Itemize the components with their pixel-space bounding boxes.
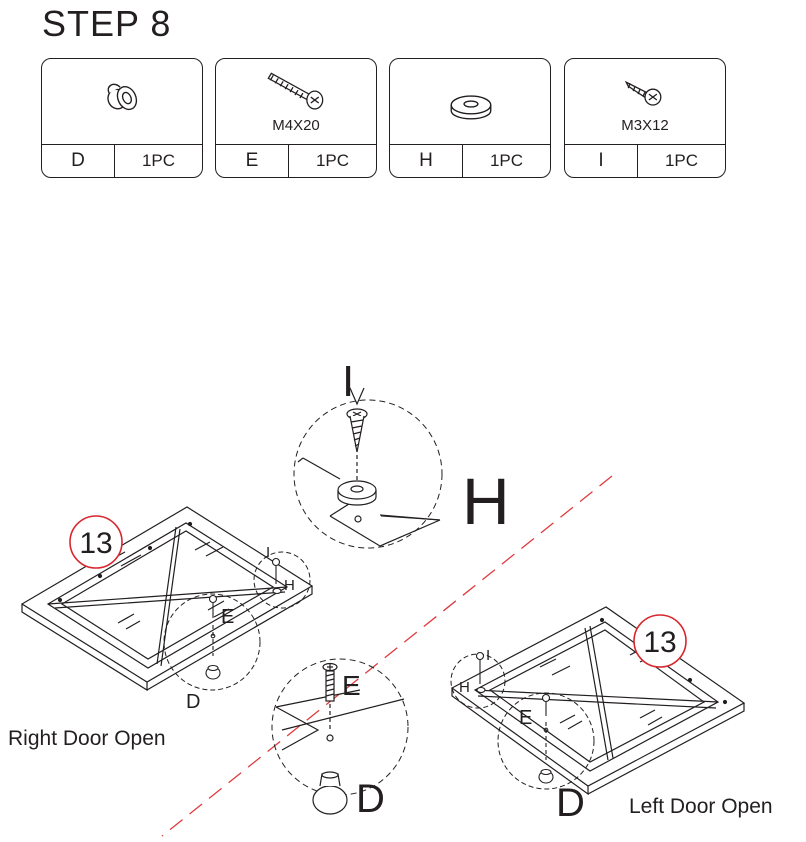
label-i-right: I — [266, 544, 270, 561]
detail-bolt-knob — [271, 658, 409, 815]
washer-icon — [450, 95, 492, 120]
part-i-row: I 1PC — [565, 144, 725, 177]
part-e-letter: E — [216, 145, 289, 177]
step-title: STEP 8 — [42, 3, 172, 44]
part-i-letter: I — [565, 145, 638, 177]
label-i-left: I — [486, 647, 490, 664]
part-e-row: E 1PC — [216, 144, 376, 177]
detail-circle-knob-left — [497, 692, 595, 790]
part-d-row: D 1PC — [42, 144, 202, 177]
caption-left-door-open: Left Door Open — [629, 795, 773, 818]
label-h-left: H — [459, 679, 470, 696]
detail-circle-hinge-right — [253, 551, 311, 609]
part-h-row: H 1PC — [390, 144, 550, 177]
part-h-card: H 1PC — [389, 58, 551, 178]
screw-icon — [624, 80, 662, 106]
part-i-qty: 1PC — [664, 151, 699, 170]
part-d-card: D 1PC — [41, 58, 203, 178]
bolt-large — [322, 662, 338, 730]
washer-large — [337, 480, 377, 506]
label-d-left: D — [556, 781, 585, 825]
part-i-card: M3X12 I 1PC — [564, 58, 726, 178]
label-e-right: E — [221, 606, 234, 628]
part-d-letter: D — [42, 145, 115, 177]
door-number-badge-right — [69, 515, 123, 569]
part-i-spec: M3X12 — [621, 117, 669, 134]
door-number-right: 13 — [79, 527, 112, 560]
detail-screw-washer — [293, 387, 443, 549]
label-h-large: H — [462, 464, 510, 538]
label-e-left: E — [519, 707, 532, 729]
screw-large — [346, 387, 368, 481]
label-i-large: I — [342, 357, 354, 406]
part-e-spec: M4X20 — [272, 117, 320, 134]
label-d-large: D — [356, 777, 385, 821]
label-d-right: D — [186, 691, 200, 713]
part-h-letter: H — [390, 145, 463, 177]
detail-circle-knob-right — [163, 593, 261, 691]
bolt-icon — [267, 72, 324, 110]
part-d-qty: 1PC — [141, 151, 176, 170]
label-e-large: E — [342, 670, 361, 701]
part-h-qty: 1PC — [489, 151, 524, 170]
door-number-badge-left — [633, 614, 687, 668]
knob-icon — [107, 83, 138, 111]
detail-circle-hinge-left — [450, 653, 506, 709]
right-door-panel — [20, 506, 314, 692]
caption-right-door-open: Right Door Open — [8, 727, 166, 750]
divider-line — [161, 475, 613, 837]
label-h-right: H — [284, 577, 295, 594]
door-number-left: 13 — [643, 626, 676, 659]
knob-large — [312, 771, 348, 815]
left-door-panel — [450, 606, 746, 796]
part-e-qty: 1PC — [315, 151, 350, 170]
part-e-card: M4X20 E 1PC — [215, 58, 377, 178]
